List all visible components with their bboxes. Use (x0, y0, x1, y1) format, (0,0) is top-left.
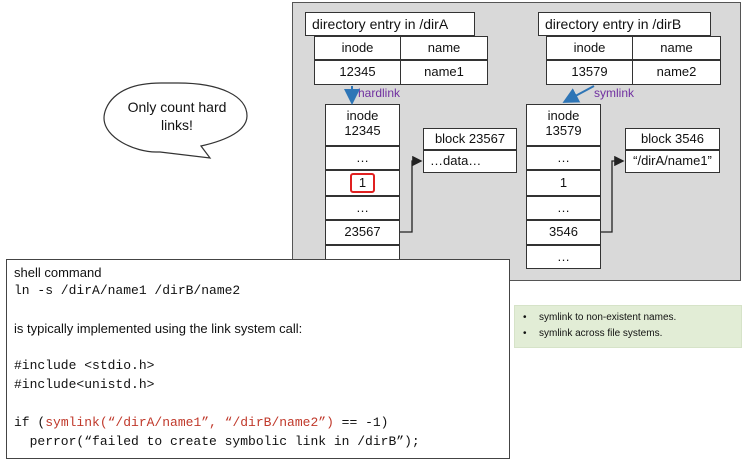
dirB-inode-value: 13579 (546, 60, 633, 85)
blockB-content: “/dirA/name1” (625, 150, 720, 173)
code-description: is typically implemented using the link … (14, 321, 303, 336)
inodeB-row-1: … (526, 146, 601, 170)
inodeB-row-5: … (526, 245, 601, 269)
code-include-unistd: #include<unistd.h> (14, 377, 155, 392)
inodeA-row-3: … (325, 196, 400, 220)
dirA-title: directory entry in /dirA (305, 12, 475, 36)
inodeB-header: inode 13579 (526, 104, 601, 146)
blockA-content: …data… (423, 150, 517, 173)
blockA-pointer-arrow (400, 155, 423, 233)
note-text: symlink to non-existent names. (539, 312, 677, 323)
dirB-col-inode: inode (546, 36, 633, 60)
dirB-col-name: name (632, 36, 721, 60)
dirA-name-value: name1 (400, 60, 488, 85)
inodeA-header: inode 12345 (325, 104, 400, 146)
code-caption: shell command (14, 265, 102, 280)
note-text: symlink across file systems. (539, 328, 663, 339)
dirA-inode-value: 12345 (314, 60, 401, 85)
code-if-pre: if ( (14, 415, 46, 430)
inodeA-row-block: 23567 (325, 220, 400, 245)
link-count-highlight: 1 (349, 172, 376, 194)
code-box: shell command ln -s /dirA/name1 /dirB/na… (6, 259, 510, 459)
hardlink-label: hardlink (358, 86, 401, 100)
inodeB-row-linkcount: 1 (526, 170, 601, 196)
blockB-pointer-arrow (601, 155, 625, 233)
blockB-title: block 3546 (625, 128, 720, 150)
code-shell-command: ln -s /dirA/name1 /dirB/name2 (14, 283, 241, 298)
inodeA-row-linkcount: 1 (325, 170, 400, 196)
code-include-stdio: #include <stdio.h> (14, 358, 155, 373)
callout-bubble (103, 82, 248, 159)
inodeA-row-1: … (325, 146, 400, 170)
note-item: •symlink across file systems. (523, 328, 663, 339)
dirA-col-name: name (400, 36, 488, 60)
inodeB-row-block: 3546 (526, 220, 601, 245)
inodeB-row-3: … (526, 196, 601, 220)
callout-text: Only count hard links! (127, 99, 227, 134)
symlink-label: symlink (594, 86, 635, 100)
dirB-title: directory entry in /dirB (538, 12, 711, 36)
symlink-arrow (562, 85, 595, 103)
code-symlink-call: symlink(“/dirA/name1”, “/dirB/name2”) (45, 415, 334, 430)
code-if-line: if (symlink(“/dirA/name1”, “/dirB/name2”… (14, 415, 388, 430)
blockA-title: block 23567 (423, 128, 517, 150)
code-perror-line: perror(“failed to create symbolic link i… (14, 434, 420, 449)
dirB-name-value: name2 (632, 60, 721, 85)
code-if-post: == -1) (333, 415, 389, 430)
notes-box: •symlink to non-existent names. •symlink… (514, 305, 742, 348)
note-item: •symlink to non-existent names. (523, 312, 677, 323)
